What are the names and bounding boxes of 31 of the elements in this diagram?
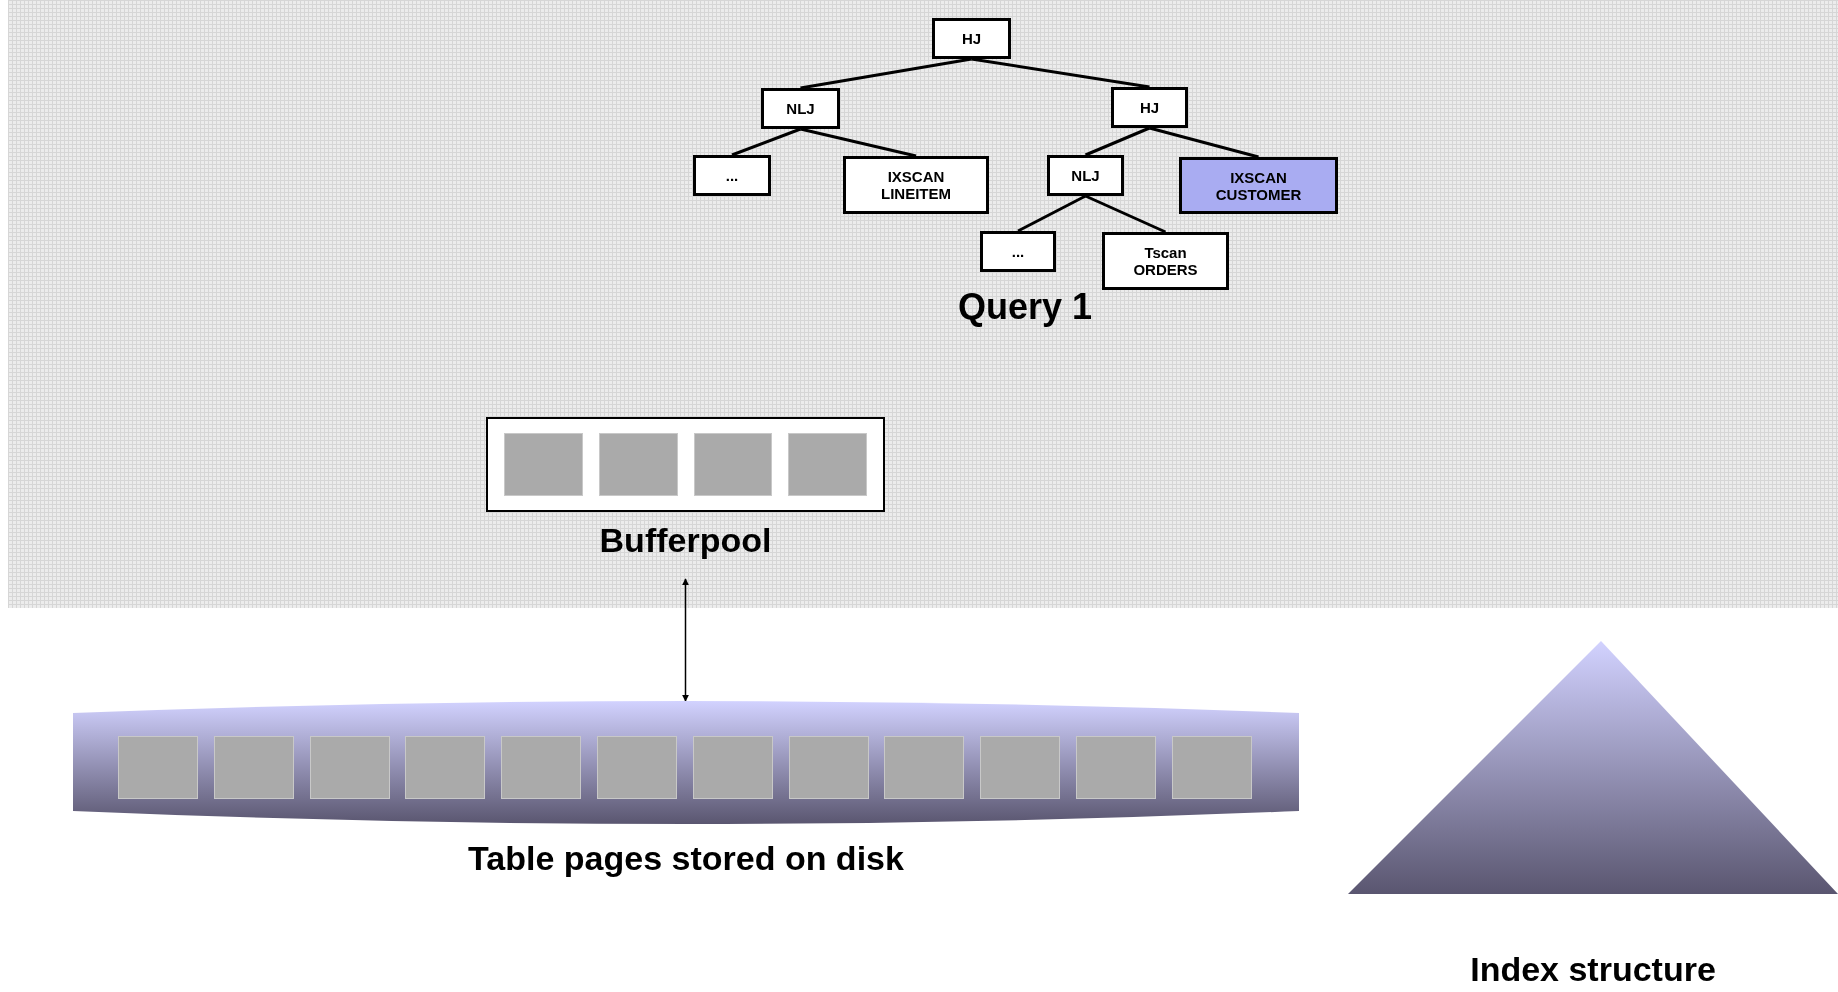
- query-title: Query 1: [957, 286, 1093, 328]
- operator-label: NLJ: [1071, 167, 1100, 184]
- bufferpool-label: Bufferpool: [599, 520, 772, 560]
- operator-box: [693, 155, 771, 196]
- operator-box: [1111, 87, 1188, 128]
- operator-label: ...: [1011, 243, 1025, 260]
- operator-label: NLJ: [786, 100, 815, 117]
- operator-label: HJ: [1139, 99, 1160, 116]
- operator-label: HJ: [961, 30, 982, 47]
- connector-line: [1149, 126, 1259, 159]
- disk-label: Table pages stored on disk: [468, 838, 904, 878]
- connector-line: [971, 57, 1150, 89]
- operator-box: [1102, 232, 1229, 290]
- highlighted-operator-box: [1179, 157, 1338, 214]
- index-label: Index structure: [1470, 949, 1716, 989]
- operator-label: Tscan ORDERS: [1133, 244, 1198, 278]
- double-arrow: [682, 578, 689, 702]
- connector-line: [1084, 194, 1167, 234]
- connector-line: [800, 127, 917, 158]
- operator-box: [932, 18, 1011, 59]
- operator-box: [843, 156, 989, 214]
- connector-line: [1017, 194, 1087, 233]
- operator-box: [1047, 155, 1124, 196]
- operator-box: [761, 88, 840, 129]
- connector-line: [1084, 126, 1151, 157]
- operator-box: [980, 231, 1056, 272]
- operator-label: IXSCAN CUSTOMER: [1215, 168, 1302, 203]
- operator-label: IXSCAN LINEITEM: [881, 168, 951, 202]
- connector-line: [800, 57, 972, 90]
- operator-label: ...: [725, 167, 739, 184]
- connector-line: [731, 127, 802, 157]
